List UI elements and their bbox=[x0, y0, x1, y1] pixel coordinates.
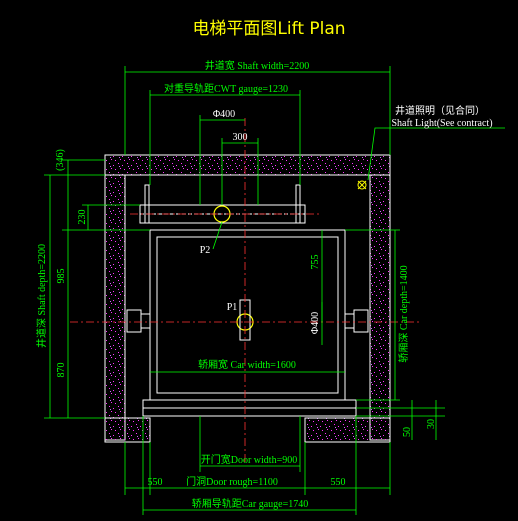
door-rough-label: 门洞Door rough=1100 bbox=[186, 475, 278, 488]
dim-230-label: 230 bbox=[77, 210, 88, 225]
shaft-light-icon bbox=[357, 180, 367, 190]
shaft-width-label: 井道宽 Shaft width=2200 bbox=[205, 59, 310, 72]
dim-550-left-label: 550 bbox=[148, 477, 163, 488]
car-depth-label: 轿厢深 Car depth=1400 bbox=[397, 265, 410, 362]
dim-870-label: 870 bbox=[56, 363, 67, 378]
shaft-light-cn-label: 井道照明（见合同） bbox=[395, 104, 485, 117]
dim-346-label: (346) bbox=[55, 149, 66, 171]
dimension-lines bbox=[44, 66, 505, 515]
door-width-label: 开门宽Door width=900 bbox=[201, 453, 297, 466]
car-gauge-label: 轿厢导轨距Car gauge=1740 bbox=[192, 497, 308, 510]
p2-label: P2 bbox=[200, 245, 211, 256]
shaft-walls bbox=[104, 154, 391, 443]
dim-985-label: 985 bbox=[56, 269, 67, 284]
dim-300-label: 300 bbox=[233, 132, 248, 143]
dim-755-label: 755 bbox=[310, 255, 321, 270]
car-outline bbox=[126, 229, 369, 417]
car-width-label: 轿厢宽 Car width=1600 bbox=[198, 358, 296, 371]
phi-mid-label: Φ400 bbox=[310, 312, 321, 334]
p1-label: P1 bbox=[227, 302, 238, 313]
dim-550-right-label: 550 bbox=[331, 477, 346, 488]
centerlines bbox=[70, 118, 420, 465]
drawing-title: 电梯平面图Lift Plan bbox=[192, 19, 345, 39]
cwt-gauge-label: 对重导轨距CWT gauge=1230 bbox=[164, 82, 288, 95]
dim-50-label: 50 bbox=[402, 427, 413, 437]
dim-30-label: 30 bbox=[426, 419, 437, 429]
shaft-light-en-label: Shaft Light(See contract) bbox=[391, 118, 492, 129]
shaft-depth-label: 井道深 Shaft depth=2200 bbox=[35, 244, 48, 348]
counterweight bbox=[139, 184, 306, 224]
phi-top-label: Φ400 bbox=[213, 109, 235, 120]
